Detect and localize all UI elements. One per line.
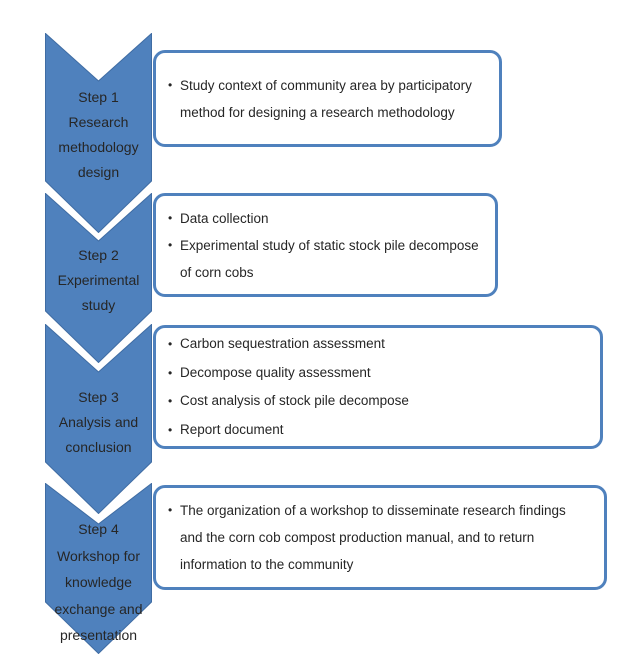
step-2-label: Step 2 Experimental study [38,243,159,318]
step-label-line: methodology [58,139,139,155]
step-label-line: design [77,164,120,180]
step-label-line: Step 3 [78,389,119,405]
step-label-line: Step 4 [78,521,119,537]
bullet-text: Cost analysis of stock pile decompose [180,393,409,408]
step-1-box: • Study context of community area by par… [153,50,502,147]
list-item: • Experimental study of static stock pil… [168,232,487,286]
bullet-text: and the corn cob compost production manu… [180,530,535,545]
step-label-line: Step 1 [78,89,119,105]
bullet-icon: • [168,237,173,252]
bullet-text: information to the community [180,557,354,572]
step-label-line: Step 2 [78,247,119,263]
step-label-line: presentation [59,627,138,643]
step-label-line: Analysis and [58,414,139,430]
bullet-text: Carbon sequestration assessment [180,336,385,351]
step-1-label: Step 1 Research methodology design [38,85,159,185]
bullet-icon: • [168,503,173,517]
step-label-line: conclusion [65,439,132,455]
bullet-icon: • [168,365,173,380]
bullet-icon: • [168,394,173,408]
list-item: • Data collection [168,205,487,232]
step-4-chevron [45,483,152,654]
step-2-chevron [45,193,152,363]
step-2-box: • Data collection • Experimental study o… [153,193,498,297]
bullet-text: of corn cobs [180,264,254,280]
step-3-chevron [45,324,152,514]
step-1-chevron [45,33,152,233]
list-item: • Report document [168,416,592,445]
step-label-line: Research [68,114,129,130]
list-item: • Cost analysis of stock pile decompose [168,387,592,416]
step-label-line: exchange and [54,600,143,617]
step-label-line: study [81,297,116,313]
bullet-text: Data collection [180,210,269,226]
list-item: • Carbon sequestration assessment [168,330,592,359]
bullet-text: Experimental study of static stock pile … [180,237,479,253]
bullet-text: Report document [180,421,284,437]
step-label-line: knowledge [65,574,132,590]
step-label-line: Workshop for [57,547,140,564]
list-item: • Study context of community area by par… [168,72,491,126]
step-3-box: • Carbon sequestration assessment • Deco… [153,325,603,449]
bullet-icon: • [168,77,173,92]
bullet-icon: • [168,210,173,225]
step-label-line: Experimental [57,272,140,288]
bullet-icon: • [168,337,173,351]
list-item: • Decompose quality assessment [168,359,592,388]
step-4-box: • The organization of a workshop to diss… [153,485,607,590]
list-item: • The organization of a workshop to diss… [168,497,596,578]
bullet-icon: • [168,422,173,437]
bullet-text: method for designing a research methodol… [180,104,455,120]
step-3-label: Step 3 Analysis and conclusion [38,385,159,460]
bullet-text: The organization of a workshop to dissem… [180,503,566,518]
bullet-text: Study context of community area by parti… [180,77,472,93]
step-4-label: Step 4 Workshop for knowledge exchange a… [38,516,159,649]
bullet-text: Decompose quality assessment [180,364,371,380]
